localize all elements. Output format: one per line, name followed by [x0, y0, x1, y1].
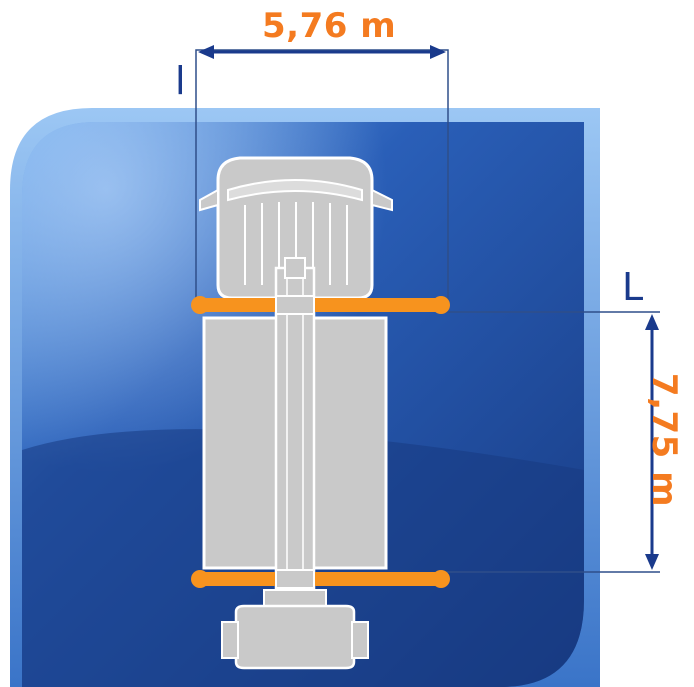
- machine-rear-unit: [221, 589, 369, 670]
- length-symbol: L: [622, 265, 644, 309]
- length-guide-lines: [440, 311, 660, 573]
- width-symbol: l: [175, 59, 186, 103]
- machine-cab: [199, 156, 393, 300]
- length-dimension-arrow: [645, 314, 659, 570]
- front-outrigger-beam: [191, 296, 450, 314]
- rear-outrigger-beam: [191, 570, 450, 588]
- width-dimension-arrow: [198, 45, 446, 59]
- width-dimension-label: 5,76 m: [262, 6, 397, 46]
- length-dimension-label: 7,75 m: [644, 372, 684, 508]
